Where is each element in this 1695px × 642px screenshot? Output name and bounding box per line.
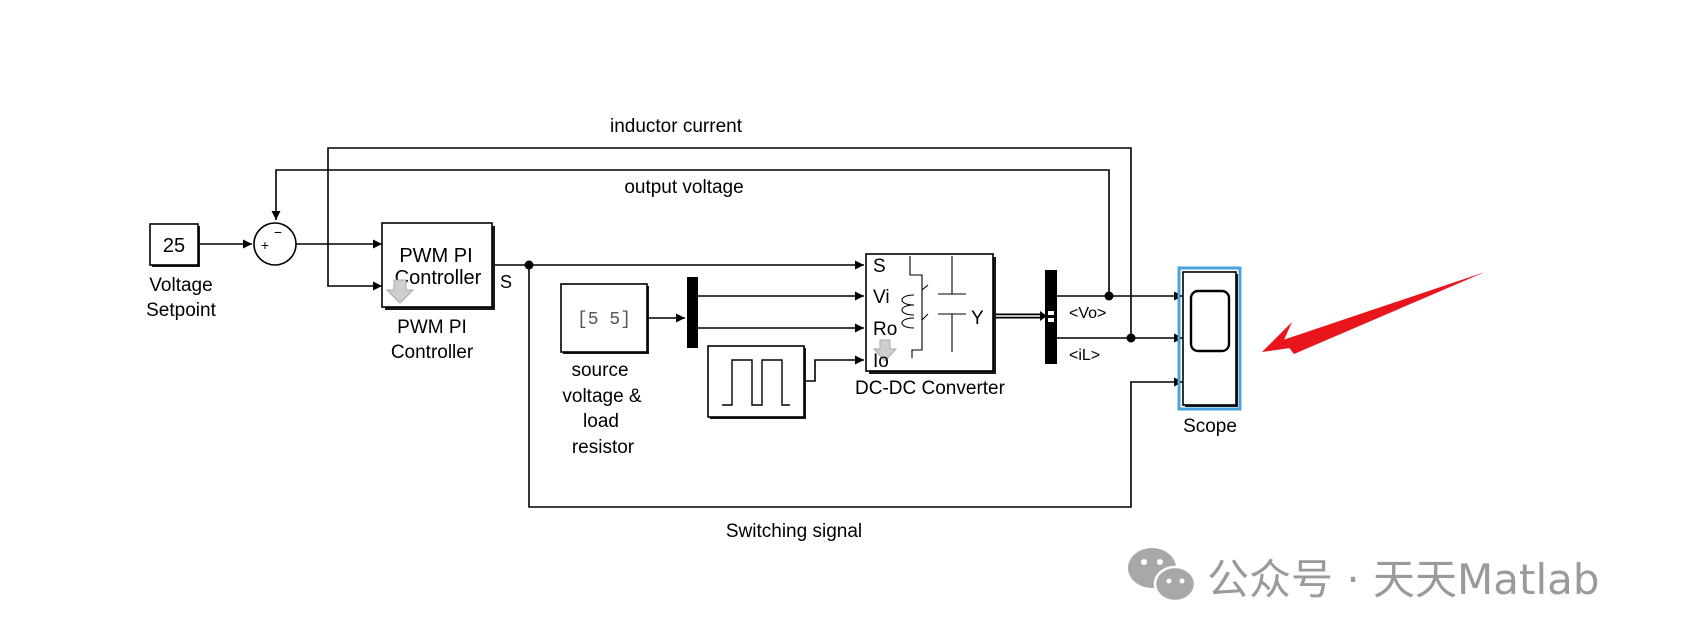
junction-il	[1126, 333, 1136, 343]
source-constant-block[interactable]: [5 5]	[560, 283, 649, 354]
conv-port-vi: Vi	[873, 287, 890, 308]
watermark-text: 公众号 · 天天Matlab	[1207, 555, 1600, 604]
const-label-4: resistor	[572, 437, 635, 458]
wire-inductor-current-feedback[interactable]	[327, 147, 1132, 338]
setpoint-block[interactable]: 25	[149, 223, 200, 267]
wechat-icon	[1128, 548, 1197, 603]
junction-switching	[524, 260, 534, 270]
bus-selector-block[interactable]	[1045, 270, 1057, 364]
pi-port-out: S	[500, 272, 512, 292]
subsystem-arrow-icon	[872, 339, 898, 362]
sum-block[interactable]: + −	[253, 222, 297, 266]
conv-label: DC-DC Converter	[855, 378, 1006, 399]
const-label-3: load	[583, 411, 619, 432]
scope-label: Scope	[1183, 416, 1237, 437]
pulse-generator-block[interactable]	[707, 345, 806, 419]
const-value: [5 5]	[577, 310, 631, 330]
signal-label-switching: Switching signal	[726, 521, 862, 542]
setpoint-value: 25	[163, 235, 185, 257]
conv-port-ro: Ro	[873, 319, 897, 340]
setpoint-label-1: Voltage	[149, 275, 212, 296]
wire-switching-to-scope[interactable]	[528, 265, 1183, 508]
bus-signal-vo: <Vo>	[1069, 305, 1106, 322]
junction-vo	[1104, 291, 1114, 301]
scope-screen-icon	[1189, 289, 1231, 353]
dcdc-converter-block[interactable]: S Vi Ro Io Y	[865, 253, 996, 374]
conv-port-io: Io	[873, 351, 889, 372]
red-annotation-arrow	[1262, 272, 1485, 354]
bus-signal-il: <iL>	[1069, 347, 1100, 364]
conv-port-s: S	[873, 256, 886, 277]
conv-port-y: Y	[971, 308, 984, 329]
wire-io[interactable]	[804, 355, 864, 382]
subsystem-arrow-icon	[385, 279, 415, 304]
watermark: 公众号 · 天天Matlab	[1128, 548, 1600, 604]
sum-minus: −	[274, 224, 282, 240]
circuit-icon	[901, 256, 966, 358]
demux-block[interactable]	[687, 277, 698, 348]
selection-highlight	[1177, 266, 1242, 411]
const-label-2: voltage &	[562, 386, 642, 407]
const-label-1: source	[571, 360, 628, 381]
pi-controller-block[interactable]: PWM PI Controller	[381, 222, 495, 310]
wire-output-voltage-feedback[interactable]	[271, 169, 1110, 296]
scope-block[interactable]	[1177, 266, 1242, 411]
pi-inner-line-2: Controller	[395, 267, 482, 289]
pulse-waveform-icon	[722, 359, 790, 406]
setpoint-label-2: Setpoint	[146, 300, 216, 321]
pi-label-1: PWM PI	[397, 317, 467, 338]
pi-label-2: Controller	[391, 342, 474, 363]
pi-inner-line-1: PWM PI	[399, 245, 472, 267]
sum-plus: +	[261, 237, 269, 253]
signal-label-inductor-current: inductor current	[610, 116, 743, 137]
signal-label-output-voltage: output voltage	[624, 177, 743, 198]
